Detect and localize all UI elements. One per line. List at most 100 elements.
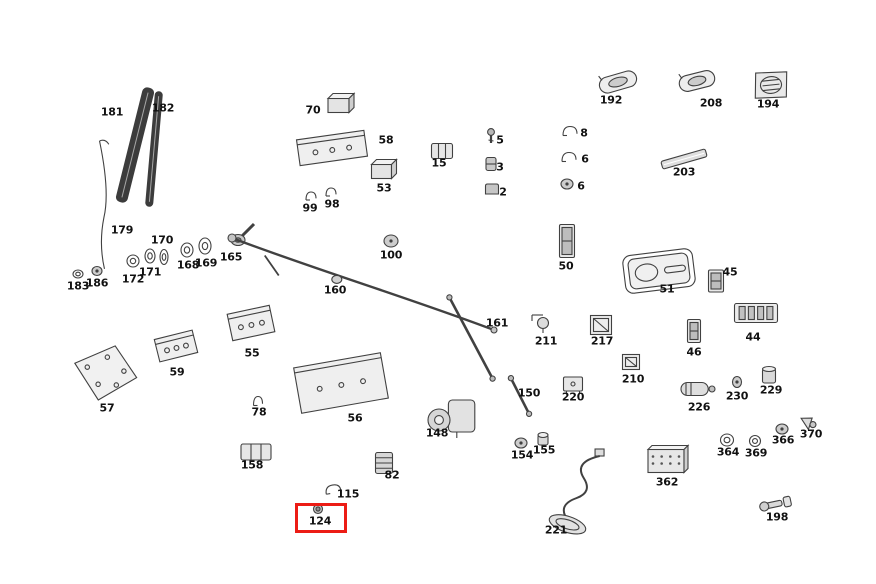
- part-label-55[interactable]: 55: [244, 346, 260, 360]
- part-label-154[interactable]: 154: [510, 448, 534, 462]
- part-label-369[interactable]: 369: [744, 446, 768, 460]
- part-label-115[interactable]: 115: [336, 487, 360, 501]
- part-label-2[interactable]: 2: [499, 185, 507, 199]
- part-drawing-208: [678, 70, 716, 92]
- part-drawing-5: [487, 128, 495, 143]
- part-label-53[interactable]: 53: [376, 181, 392, 195]
- part-label-3[interactable]: 3: [496, 160, 504, 174]
- part-drawing-70: [326, 92, 356, 114]
- part-drawing-124: [312, 503, 324, 515]
- part-drawing-59: [153, 329, 199, 363]
- part-label-8[interactable]: 8: [580, 126, 588, 140]
- part-drawing-181: [115, 87, 155, 203]
- part-label-192[interactable]: 192: [599, 93, 623, 107]
- part-label-78[interactable]: 78: [251, 405, 267, 419]
- part-label-160[interactable]: 160: [323, 283, 347, 297]
- part-drawing-194: [754, 71, 788, 99]
- part-drawing-170: [159, 248, 169, 266]
- part-label-70[interactable]: 70: [305, 103, 321, 117]
- part-drawing-8: [562, 125, 578, 137]
- part-label-45[interactable]: 45: [722, 265, 738, 279]
- part-label-150[interactable]: 150: [517, 386, 541, 400]
- part-drawing-99: [305, 191, 317, 201]
- part-drawing-186: [91, 265, 103, 277]
- part-label-208[interactable]: 208: [699, 96, 723, 110]
- part-label-226[interactable]: 226: [687, 400, 711, 414]
- part-label-100[interactable]: 100: [379, 248, 403, 262]
- part-label-229[interactable]: 229: [759, 383, 783, 397]
- part-drawing-148: [427, 399, 476, 438]
- part-label-198[interactable]: 198: [765, 510, 789, 524]
- part-label-370[interactable]: 370: [799, 427, 823, 441]
- part-drawing-211: [531, 314, 550, 333]
- part-label-168[interactable]: 168: [176, 258, 200, 272]
- part-drawing-158: [240, 443, 272, 461]
- part-label-6[interactable]: 6: [581, 152, 589, 166]
- part-label-5[interactable]: 5: [496, 133, 504, 147]
- part-label-169[interactable]: 169: [194, 256, 218, 270]
- part-drawing-370: [800, 417, 817, 431]
- part-drawing-161: [446, 294, 496, 382]
- part-drawing-172: [126, 254, 140, 268]
- part-label-99[interactable]: 99: [302, 201, 318, 215]
- part-drawing-45: [707, 269, 725, 293]
- part-drawing-15: [430, 142, 454, 160]
- part-drawing-56: [293, 352, 389, 414]
- part-drawing-210: [621, 353, 641, 371]
- part-label-217[interactable]: 217: [590, 334, 614, 348]
- part-label-181[interactable]: 181: [100, 105, 124, 119]
- part-label-210[interactable]: 210: [621, 372, 645, 386]
- part-label-364[interactable]: 364: [716, 445, 740, 459]
- part-label-170[interactable]: 170: [150, 233, 174, 247]
- part-drawing-6: [560, 178, 574, 190]
- part-label-44[interactable]: 44: [745, 330, 761, 344]
- part-drawing-226: [680, 381, 716, 397]
- part-label-161[interactable]: 161: [485, 316, 509, 330]
- part-label-165[interactable]: 165: [219, 250, 243, 264]
- part-drawing-217: [589, 314, 613, 336]
- part-label-362[interactable]: 362: [655, 475, 679, 489]
- part-label-50[interactable]: 50: [558, 259, 574, 273]
- part-drawing-154: [514, 437, 528, 449]
- part-label-366[interactable]: 366: [771, 433, 795, 447]
- part-drawing-171: [144, 248, 156, 264]
- part-drawing-155: [537, 431, 549, 446]
- part-label-6[interactable]: 6: [577, 179, 585, 193]
- part-drawing-362: [646, 444, 690, 474]
- part-label-148[interactable]: 148: [425, 426, 449, 440]
- part-label-51[interactable]: 51: [659, 282, 675, 296]
- part-label-15[interactable]: 15: [431, 156, 447, 170]
- part-label-171[interactable]: 171: [138, 265, 162, 279]
- part-label-82[interactable]: 82: [384, 468, 400, 482]
- part-label-58[interactable]: 58: [378, 133, 394, 147]
- part-drawing-192: [598, 70, 638, 94]
- part-drawing-182: [145, 91, 163, 207]
- part-drawing-55: [226, 304, 276, 342]
- part-label-56[interactable]: 56: [347, 411, 363, 425]
- part-label-211[interactable]: 211: [534, 334, 558, 348]
- part-label-182[interactable]: 182: [151, 101, 175, 115]
- part-label-57[interactable]: 57: [99, 401, 115, 415]
- part-label-59[interactable]: 59: [169, 365, 185, 379]
- part-drawing-115: [325, 484, 342, 495]
- part-drawing-53: [370, 158, 398, 180]
- part-drawing-229: [761, 365, 777, 384]
- part-label-179[interactable]: 179: [110, 223, 134, 237]
- part-label-203[interactable]: 203: [672, 165, 696, 179]
- part-label-230[interactable]: 230: [725, 389, 749, 403]
- part-label-172[interactable]: 172: [121, 272, 145, 286]
- part-label-183[interactable]: 183: [66, 279, 90, 293]
- part-label-194[interactable]: 194: [756, 97, 780, 111]
- part-label-158[interactable]: 158: [240, 458, 264, 472]
- part-label-155[interactable]: 155: [532, 443, 556, 457]
- part-label-220[interactable]: 220: [561, 390, 585, 404]
- part-label-124[interactable]: 124: [308, 514, 332, 528]
- part-drawing-364: [719, 433, 735, 447]
- part-label-46[interactable]: 46: [686, 345, 702, 359]
- part-drawing-221: [548, 448, 605, 535]
- part-label-186[interactable]: 186: [85, 276, 109, 290]
- part-label-98[interactable]: 98: [324, 197, 340, 211]
- part-drawing-2: [484, 183, 500, 195]
- part-label-221[interactable]: 221: [544, 523, 568, 537]
